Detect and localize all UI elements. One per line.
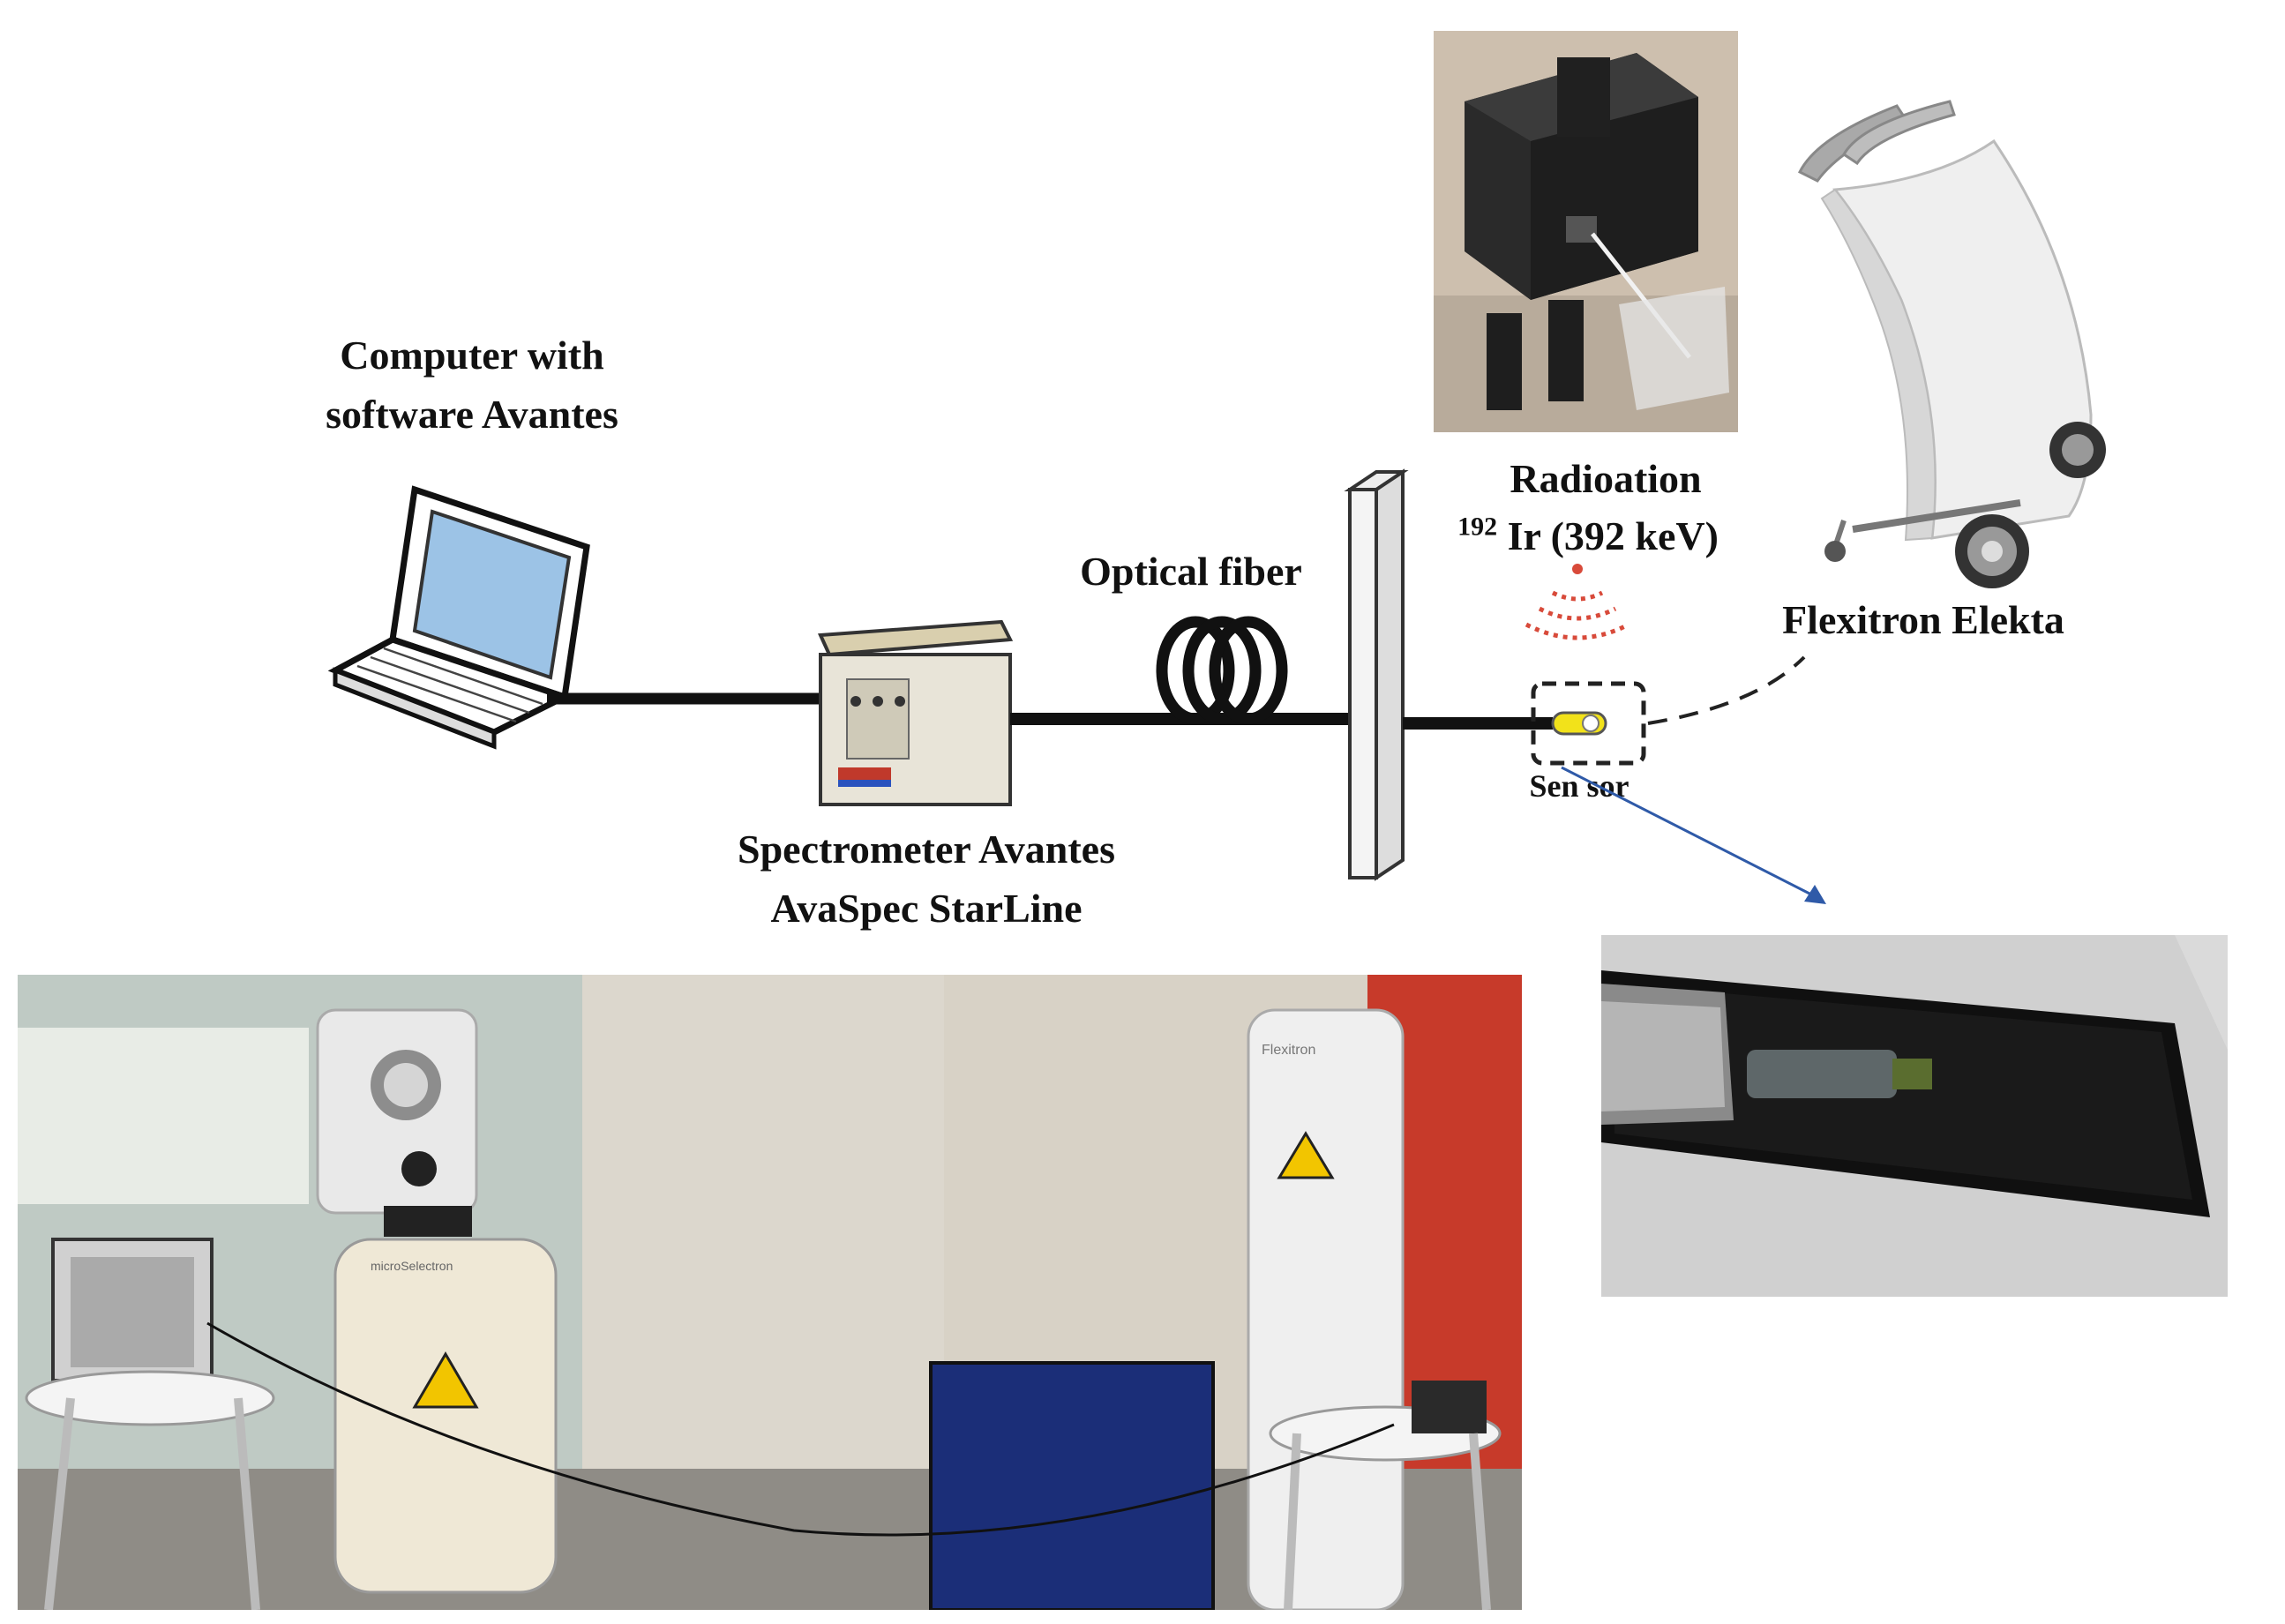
radiation-warning-sign: [412, 1351, 479, 1409]
spectrometer-label-line2: AvaSpec StarLine: [770, 885, 1083, 931]
isotope-mass-number: 192: [1457, 512, 1498, 542]
zoom-arrow: [1561, 766, 1826, 904]
flexitron-brand: Flexitron: [1262, 1043, 1315, 1058]
optical-fiber-label: Optical fiber: [1080, 549, 1302, 594]
spectrometer-icon: [817, 619, 1014, 806]
isotope-text: Ir (392 keV): [1507, 513, 1719, 558]
microselectron-brand: microSelectron: [371, 1259, 453, 1273]
phantom-photo: [1434, 31, 1738, 432]
radiation-source-icon: [1525, 564, 1630, 640]
sensor-label: Sen sor: [1529, 768, 1629, 804]
laptop-icon: [327, 485, 590, 750]
computer-label: Computer with software Avantes: [265, 326, 679, 444]
spectrometer-label: Spectrometer Avantes AvaSpec StarLine: [679, 820, 1173, 938]
computer-label-line2: software Avantes: [326, 391, 618, 437]
flexitron-connector: [1647, 655, 1806, 725]
radiation-label: Radioation: [1510, 456, 1702, 501]
treatment-room-photo: microSelectron Flexitron: [18, 975, 1522, 1610]
flexitron-cart-icon: [1797, 100, 2106, 588]
sensor-closeup-photo: [1601, 935, 2228, 1297]
shielding-wall: [1344, 468, 1409, 881]
sensor-icon: [1531, 681, 1646, 766]
isotope-label: 192 Ir (392 keV): [1429, 507, 1747, 566]
flexitron-warning-sign: [1277, 1131, 1335, 1179]
spectrometer-label-line1: Spectrometer Avantes: [738, 827, 1115, 872]
fiber-coil-icon: [1156, 616, 1288, 725]
computer-label-line1: Computer with: [340, 333, 604, 378]
flexitron-label: Flexitron Elekta: [1782, 597, 2064, 642]
